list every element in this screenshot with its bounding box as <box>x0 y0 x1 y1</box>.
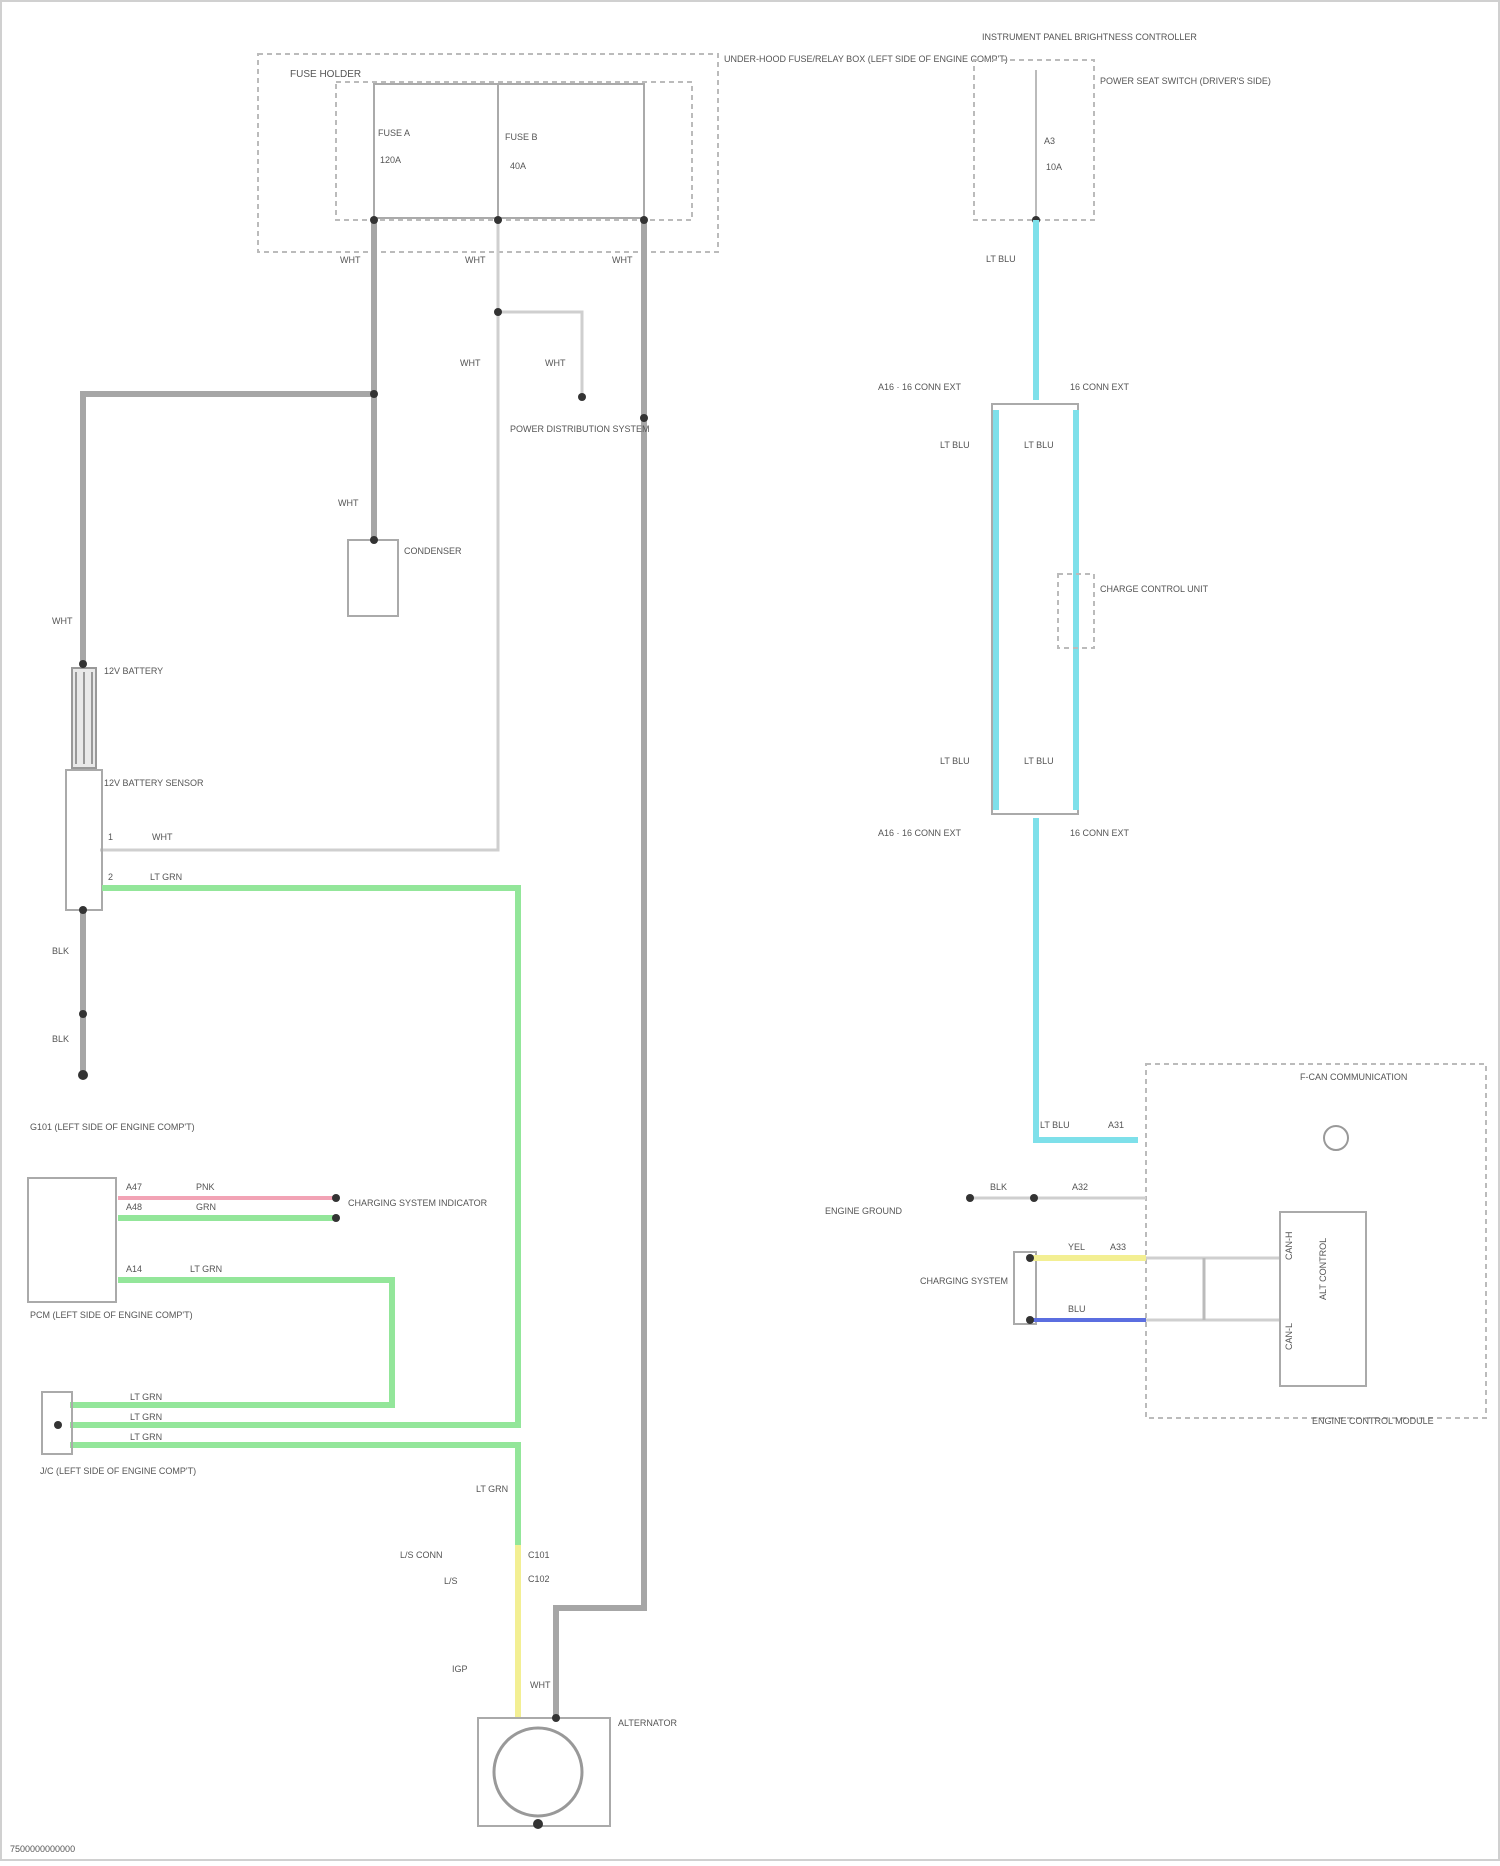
wht-mid-a: WHT <box>460 358 481 368</box>
node <box>494 216 502 224</box>
node <box>640 414 648 422</box>
pcm-pin-c: A14 <box>126 1264 142 1274</box>
sensor-pin2: 2 <box>108 872 113 882</box>
underhood-box-label: UNDER-HOOD FUSE/RELAY BOX (LEFT SIDE OF … <box>724 54 1008 64</box>
joint-w3: LT GRN <box>130 1432 162 1442</box>
fuse-holder-label: FUSE HOLDER <box>290 69 361 80</box>
node <box>552 1714 560 1722</box>
ecm-pin-b: A32 <box>1072 1182 1088 1192</box>
joint-w1: LT GRN <box>130 1392 162 1402</box>
inner-box-label: ALT CONTROL <box>1318 1238 1328 1300</box>
ecm-pin-a: A31 <box>1108 1120 1124 1130</box>
lt-blu-top: LT BLU <box>986 254 1016 264</box>
fuse-a-label: FUSE A <box>378 128 410 138</box>
node <box>370 216 378 224</box>
node <box>966 1194 974 1202</box>
node <box>533 1819 543 1829</box>
lt-blu-d: LT BLU <box>1024 756 1054 766</box>
alt-pin: IGP <box>452 1664 468 1674</box>
blk-b: BLK <box>52 1034 69 1044</box>
ecm-pin-c: A33 <box>1110 1242 1126 1252</box>
ground-node <box>78 1070 88 1080</box>
sensor-pin1: 1 <box>108 832 113 842</box>
node <box>79 660 87 668</box>
lt-blu-a: LT BLU <box>940 440 970 450</box>
g101-label: G101 (LEFT SIDE OF ENGINE COMP'T) <box>30 1122 195 1132</box>
fuse-b-label: FUSE B <box>505 132 538 142</box>
switch-box-label: POWER SEAT SWITCH (DRIVER'S SIDE) <box>1100 76 1271 86</box>
joint-w2: LT GRN <box>130 1412 162 1422</box>
conn-c2: C102 <box>528 1574 550 1584</box>
conn-bot-right: 16 CONN EXT <box>1070 828 1130 838</box>
pcm-pin-a-wire: PNK <box>196 1182 215 1192</box>
alternator-label: ALTERNATOR <box>618 1718 678 1728</box>
inner-pin-bot: CAN-L <box>1284 1323 1294 1350</box>
sw-top-label: INSTRUMENT PANEL BRIGHTNESS CONTROLLER <box>982 32 1197 42</box>
wht-top-a: WHT <box>340 255 361 265</box>
conn-c1: C101 <box>528 1550 550 1560</box>
node <box>578 393 586 401</box>
wht-top-b: WHT <box>465 255 486 265</box>
wht-battery-top: WHT <box>52 616 73 626</box>
fuse-a-amp: 120A <box>380 155 401 165</box>
node <box>79 1010 87 1018</box>
battery-label: 12V BATTERY <box>104 666 163 676</box>
resistor-label: CHARGE CONTROL UNIT <box>1100 584 1209 594</box>
lt-blu-b: LT BLU <box>1024 440 1054 450</box>
lt-blu-ecm: LT BLU <box>1040 1120 1070 1130</box>
blk-a: BLK <box>52 946 69 956</box>
node <box>1026 1254 1034 1262</box>
fuse-b-amp: 40A <box>510 161 526 171</box>
power-dist-label: POWER DISTRIBUTION SYSTEM <box>510 424 650 434</box>
pcm-label: PCM (LEFT SIDE OF ENGINE COMP'T) <box>30 1310 193 1320</box>
f-can-label: F-CAN COMMUNICATION <box>1300 1072 1407 1082</box>
sensor-pin2-wire: LT GRN <box>150 872 182 882</box>
pcm-dest: CHARGING SYSTEM INDICATOR <box>348 1198 488 1208</box>
pcm-pin-b: A48 <box>126 1202 142 1212</box>
ecm-label: ENGINE CONTROL MODULE <box>1312 1416 1434 1426</box>
conn-bot-left: A16 · 16 CONN EXT <box>878 828 962 838</box>
wht-top-c: WHT <box>612 255 633 265</box>
node <box>332 1194 340 1202</box>
blk-ecm: BLK <box>990 1182 1007 1192</box>
node <box>1026 1316 1034 1324</box>
node <box>54 1421 62 1429</box>
node <box>370 536 378 544</box>
conn-left2: L/S <box>444 1576 458 1586</box>
alt-wire: WHT <box>530 1680 551 1690</box>
yel-wire: YEL <box>1068 1242 1085 1252</box>
charging-dest: CHARGING SYSTEM <box>920 1276 1008 1286</box>
node <box>640 216 648 224</box>
sw-pin: A3 <box>1044 136 1055 146</box>
sw-fuse: 10A <box>1046 162 1062 172</box>
node <box>494 308 502 316</box>
lt-blu-c: LT BLU <box>940 756 970 766</box>
conn-top-right: 16 CONN EXT <box>1070 382 1130 392</box>
node <box>79 906 87 914</box>
node <box>332 1214 340 1222</box>
node <box>370 390 378 398</box>
battery-sensor-label: 12V BATTERY SENSOR <box>104 778 204 788</box>
inner-pin-top: CAN-H <box>1284 1232 1294 1261</box>
pcm-pin-b-wire: GRN <box>196 1202 216 1212</box>
pcm-pin-a: A47 <box>126 1182 142 1192</box>
lt-grn-alt: LT GRN <box>476 1484 508 1494</box>
joint-label: J/C (LEFT SIDE OF ENGINE COMP'T) <box>40 1466 196 1476</box>
wht-mid-b: WHT <box>545 358 566 368</box>
node <box>1030 1194 1038 1202</box>
condenser-label: CONDENSER <box>404 546 462 556</box>
wht-condenser: WHT <box>338 498 359 508</box>
sensor-pin1-wire: WHT <box>152 832 173 842</box>
conn-top-left: A16 · 16 CONN EXT <box>878 382 962 392</box>
footer-code: 7500000000000 <box>10 1844 75 1854</box>
g-dest: ENGINE GROUND <box>825 1206 903 1216</box>
pcm-pin-c-wire: LT GRN <box>190 1264 222 1274</box>
conn-left1: L/S CONN <box>400 1550 443 1560</box>
blu-wire: BLU <box>1068 1304 1086 1314</box>
